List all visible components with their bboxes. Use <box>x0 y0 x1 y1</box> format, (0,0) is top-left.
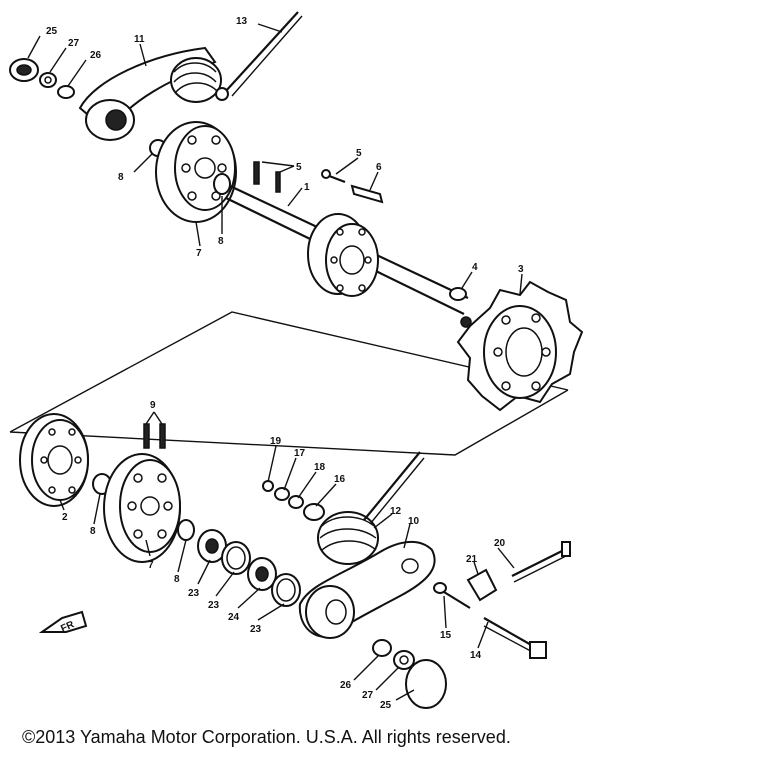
part-spacer-upper-right <box>213 173 231 195</box>
callout-2-lower: 2 <box>62 512 68 523</box>
callout-21: 21 <box>466 554 478 565</box>
part-nut-lower <box>393 650 415 670</box>
callout-25-lower: 25 <box>380 700 392 711</box>
part-washer-upper <box>57 85 75 99</box>
part-hub-flange-lower <box>19 413 89 507</box>
callout-18: 18 <box>314 462 326 473</box>
part-nut-upper <box>39 72 57 88</box>
callout-11: 11 <box>134 34 145 45</box>
callout-25-upper: 25 <box>46 26 58 37</box>
section-boundary-line <box>9 311 569 456</box>
part-hub-flange-upper <box>307 213 379 297</box>
callout-1: 1 <box>304 182 310 193</box>
callout-15: 15 <box>440 630 452 641</box>
callout-26-lower: 26 <box>340 680 352 691</box>
callout-7-upper: 7 <box>196 248 202 259</box>
leader-lines-lower <box>59 411 515 701</box>
part-idler-wheel-lower <box>103 453 181 563</box>
callout-labels: 25 27 26 11 13 8 7 8 5 1 5 6 4 3 2 8 9 7… <box>46 16 524 711</box>
part-cap-lower <box>405 659 447 709</box>
front-direction-label: FR <box>59 619 76 635</box>
callout-8-lower-left: 8 <box>90 526 96 537</box>
callout-6: 6 <box>376 162 382 173</box>
part-key-lower-a <box>143 423 150 449</box>
upper-assembly <box>9 11 584 456</box>
callout-10: 10 <box>408 516 420 527</box>
part-spacer-lower-right <box>177 519 195 541</box>
callout-7-lower: 7 <box>148 560 154 571</box>
part-collar <box>449 287 467 301</box>
callout-8-lower-right: 8 <box>174 574 180 585</box>
part-spring-upper <box>170 57 222 103</box>
leader-lines-upper <box>27 23 523 295</box>
part-spring-lower <box>262 451 425 565</box>
callout-19: 19 <box>270 436 282 447</box>
callout-12: 12 <box>390 506 402 517</box>
callout-8-upper-left: 8 <box>118 172 124 183</box>
callout-23-b: 23 <box>208 600 220 611</box>
part-cap-upper <box>9 58 39 82</box>
callout-27-lower: 27 <box>362 690 374 701</box>
callout-4: 4 <box>472 262 478 273</box>
callout-23-c: 23 <box>250 624 262 635</box>
part-bolt-and-plate <box>321 169 384 204</box>
callout-9-lower: 9 <box>150 400 156 411</box>
callout-24: 24 <box>228 612 240 623</box>
callout-23-a: 23 <box>188 588 200 599</box>
copyright-notice: ©2013 Yamaha Motor Corporation. U.S.A. A… <box>22 727 511 747</box>
part-bolt-bracket-set <box>433 541 571 659</box>
callout-9-upper: 5 <box>296 162 302 173</box>
callout-13: 13 <box>236 16 248 27</box>
callout-16: 16 <box>334 474 346 485</box>
front-direction-marker <box>38 610 88 633</box>
part-washer-lower <box>372 639 392 657</box>
part-adjuster-rod <box>215 11 303 101</box>
part-swing-arm <box>298 541 436 639</box>
part-key-upper-b <box>275 171 281 193</box>
part-drive-sprocket <box>456 280 584 412</box>
part-key-upper-a <box>253 161 260 185</box>
callout-17: 17 <box>294 448 306 459</box>
exploded-parts-diagram: FR 25 <box>9 11 584 711</box>
callout-5: 5 <box>356 148 362 159</box>
callout-27-upper: 27 <box>68 38 80 49</box>
lower-assembly: FR <box>19 411 571 709</box>
part-key-lower-b <box>159 423 166 449</box>
part-idler-wheel-upper <box>155 121 237 223</box>
callout-20: 20 <box>494 538 506 549</box>
callout-3: 3 <box>518 264 524 275</box>
part-bearing-stack <box>197 529 301 607</box>
callout-8-upper-right: 8 <box>218 236 224 247</box>
callout-14: 14 <box>470 650 482 661</box>
callout-26-upper: 26 <box>90 50 102 61</box>
